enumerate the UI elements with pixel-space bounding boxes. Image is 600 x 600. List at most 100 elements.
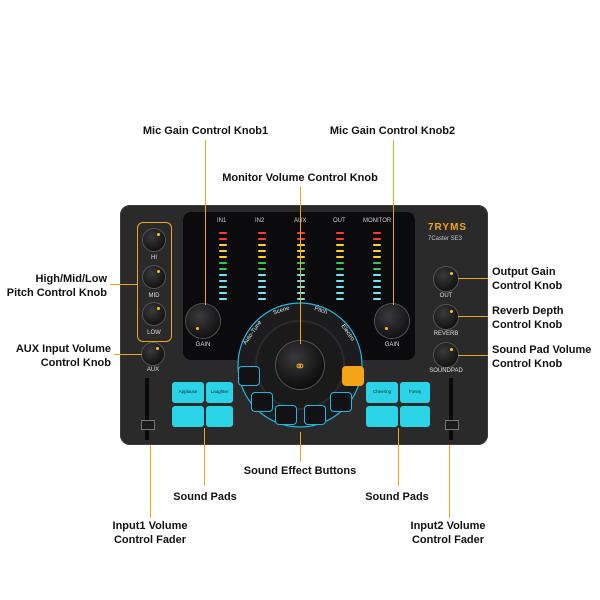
meter-label-monitor: MONITOR xyxy=(363,218,392,224)
meter-segment xyxy=(336,286,344,288)
meter-segment xyxy=(373,280,381,282)
meter-segment xyxy=(297,298,305,300)
callout-line-mic-gain-1 xyxy=(205,140,206,305)
meter-segment xyxy=(336,256,344,258)
meter-segment xyxy=(373,238,381,240)
monitor-volume-knob[interactable] xyxy=(276,341,324,389)
meter-segment xyxy=(258,256,266,258)
meter-segment xyxy=(219,262,227,264)
sound-pad-right-3[interactable] xyxy=(366,406,398,427)
eq-knob-highlight-frame xyxy=(137,222,172,342)
meter-segment xyxy=(336,280,344,282)
sound-pad-left-3[interactable] xyxy=(172,406,204,427)
sound-pad-left-4[interactable] xyxy=(206,406,233,427)
input2-fader-cap[interactable] xyxy=(445,420,459,430)
sound-pad-cheering[interactable]: Cheering xyxy=(366,382,398,403)
callout-line-input1 xyxy=(150,445,151,518)
pad-label-applause: Applause xyxy=(178,389,198,394)
input1-fader-cap[interactable] xyxy=(141,420,155,430)
callout-output-gain-line1: Output Gain xyxy=(492,266,556,278)
mic-gain-knob-1[interactable] xyxy=(186,304,220,338)
meter-segment xyxy=(373,256,381,258)
callout-soundpad-line2: Control Knob xyxy=(492,358,563,370)
pad-label-funny: Funny xyxy=(408,389,422,394)
callout-line-pads-left xyxy=(204,428,205,486)
output-gain-knob[interactable] xyxy=(434,267,458,291)
meter-segment xyxy=(258,238,266,240)
meter-segment xyxy=(219,274,227,276)
headphone-icon: ⚭ xyxy=(294,358,306,374)
meter-segment xyxy=(373,274,381,276)
sound-pad-right-4[interactable] xyxy=(400,406,430,427)
callout-line-mic-gain-2 xyxy=(393,140,394,305)
meter-segment xyxy=(258,274,266,276)
callout-reverb-line2: Control Knob xyxy=(492,319,563,331)
callout-line-monitor xyxy=(300,186,301,344)
brand-logo: 7RYMS xyxy=(428,222,468,233)
callout-mic-gain-2: Mic Gain Control Knob2 xyxy=(329,125,456,137)
meter-segment xyxy=(336,244,344,246)
meter-segment xyxy=(219,298,227,300)
sound-effect-button-6[interactable] xyxy=(342,366,364,386)
meter-segment xyxy=(373,268,381,270)
meter-segment xyxy=(258,244,266,246)
meter-segment xyxy=(336,292,344,294)
mic-gain-knob-2[interactable] xyxy=(375,304,409,338)
soundpad-volume-knob[interactable] xyxy=(434,343,458,367)
callout-line-output-gain xyxy=(458,278,488,279)
meter-segment xyxy=(297,286,305,288)
meter-segment xyxy=(373,244,381,246)
meter-segment xyxy=(336,250,344,252)
callout-line-aux xyxy=(114,354,142,355)
meter-segment xyxy=(219,250,227,252)
sound-effect-button-4[interactable] xyxy=(304,405,326,425)
reverb-knob[interactable] xyxy=(434,305,458,329)
aux-knob[interactable] xyxy=(142,343,164,365)
out-knob-label: OUT xyxy=(439,293,453,299)
meter-segment xyxy=(336,274,344,276)
mid-knob[interactable] xyxy=(143,266,165,288)
low-knob-label: LOW xyxy=(147,330,161,336)
sound-pad-applause[interactable]: Applause xyxy=(172,382,204,403)
meter-segment xyxy=(297,262,305,264)
callout-aux-line1: AUX Input Volume xyxy=(15,343,111,355)
callout-soundpad-line1: Sound Pad Volume xyxy=(492,344,592,356)
meter-segment xyxy=(219,232,227,234)
meter-segment xyxy=(219,268,227,270)
reverb-knob-label: REVERB xyxy=(433,331,459,337)
meter-segment xyxy=(297,268,305,270)
sound-pad-funny[interactable]: Funny xyxy=(400,382,430,403)
meter-segment xyxy=(258,298,266,300)
callout-eq-line1: High/Mid/Low xyxy=(35,273,107,285)
meter-segment xyxy=(219,286,227,288)
callout-output-gain-line2: Control Knob xyxy=(492,280,563,292)
callout-line-soundpad xyxy=(458,355,488,356)
pad-label-laughter: Laughter xyxy=(210,389,229,394)
meter-segment xyxy=(219,256,227,258)
callout-input1-line1: Input1 Volume xyxy=(112,520,188,532)
sound-pad-laughter[interactable]: Laughter xyxy=(206,382,233,403)
model-name: 7Caster SE3 xyxy=(428,236,463,242)
meter-segment xyxy=(219,238,227,240)
hi-knob[interactable] xyxy=(143,229,165,251)
meter-segment xyxy=(373,286,381,288)
mic-gain-2-label: GAIN xyxy=(384,342,400,348)
low-knob[interactable] xyxy=(143,303,165,325)
meter-segment xyxy=(373,250,381,252)
meter-label-in1: IN1 xyxy=(217,218,227,224)
meter-segment xyxy=(336,262,344,264)
callout-input2-line2: Control Fader xyxy=(411,534,485,546)
callout-line-reverb xyxy=(458,316,488,317)
sound-effect-button-2[interactable] xyxy=(251,392,273,412)
meter-segment xyxy=(258,250,266,252)
input1-fader-track[interactable] xyxy=(145,378,149,440)
meter-segment xyxy=(219,292,227,294)
sound-effect-button-3[interactable] xyxy=(275,405,297,425)
sound-effect-button-1[interactable] xyxy=(238,366,260,386)
meter-segment xyxy=(297,274,305,276)
meter-segment xyxy=(336,268,344,270)
callout-monitor-volume: Monitor Volume Control Knob xyxy=(222,172,378,184)
sound-effect-button-5[interactable] xyxy=(330,392,352,412)
meter-segment xyxy=(297,280,305,282)
input2-fader-track[interactable] xyxy=(449,378,453,440)
